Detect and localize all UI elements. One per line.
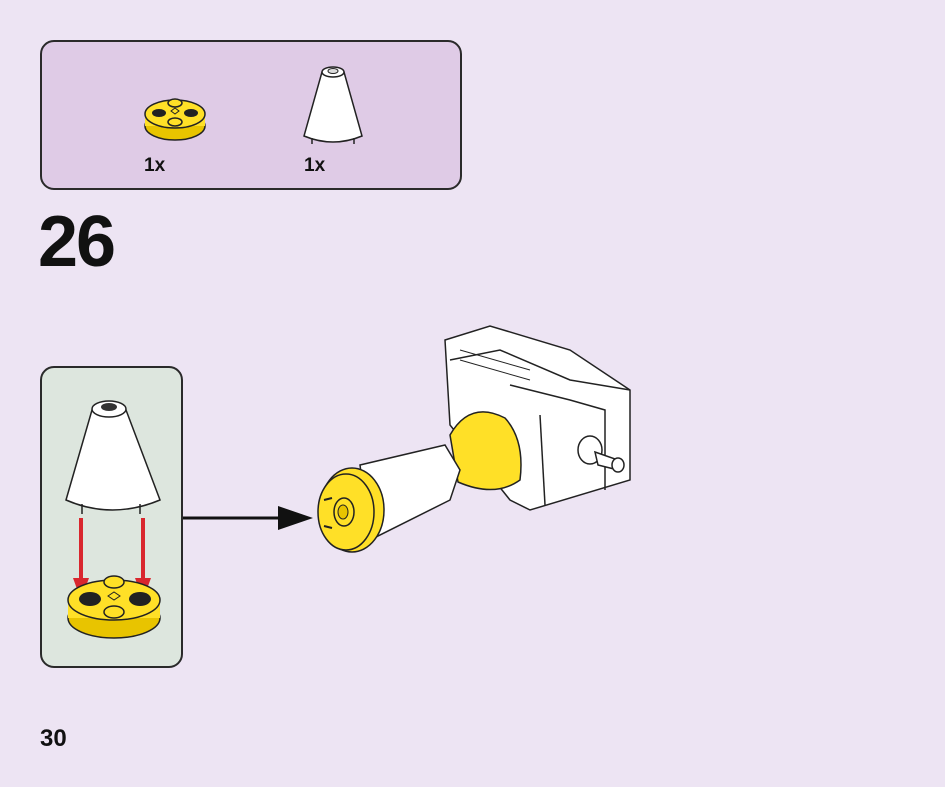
parts-list-box: 1x 1x bbox=[40, 40, 462, 190]
assembly-arrow bbox=[183, 506, 313, 530]
subassembly-box bbox=[40, 366, 183, 668]
page-number: 30 bbox=[40, 725, 67, 752]
round-plate-2x2-yellow-icon bbox=[144, 98, 206, 141]
main-assembly-illustration bbox=[317, 325, 631, 553]
cone-white-icon bbox=[303, 66, 363, 144]
part-quantity: 1x bbox=[144, 155, 166, 176]
cone-white-icon bbox=[65, 400, 161, 514]
step-number: 26 bbox=[38, 202, 116, 282]
round-plate-2x2-yellow-icon bbox=[67, 575, 161, 639]
part-quantity: 1x bbox=[304, 155, 326, 176]
